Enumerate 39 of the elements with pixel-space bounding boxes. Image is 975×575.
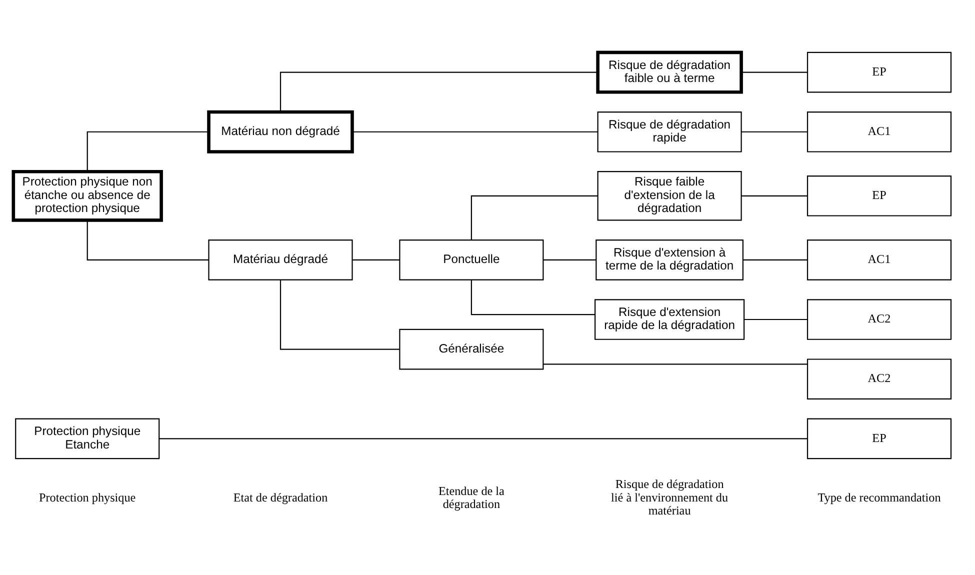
connector <box>352 131 597 132</box>
connector <box>86 131 208 172</box>
connector <box>742 259 807 260</box>
node-box: Matériau dégradé <box>208 239 352 280</box>
node-box: AC2 <box>806 299 952 340</box>
connector <box>744 318 807 320</box>
node-box: Risque de dégradation faible ou à terme <box>596 50 742 94</box>
node-box: Risque de dégradation rapide <box>596 111 742 152</box>
node-box: AC2 <box>806 358 952 400</box>
connector <box>470 195 598 240</box>
label: Etat de dégradation <box>232 490 328 504</box>
node-box: Ponctuelle <box>398 239 544 280</box>
connector <box>542 364 807 365</box>
node-box: EP <box>806 175 952 216</box>
connector <box>470 280 594 316</box>
node-box: Généralisée <box>398 328 544 370</box>
label: Protection physique <box>38 490 136 504</box>
connector <box>158 438 807 440</box>
connector <box>740 131 807 132</box>
node-box: EP <box>806 52 952 93</box>
node-box: Risque d'extension rapide de la dégradation <box>594 299 744 340</box>
node-box: AC1 <box>806 239 952 280</box>
node-box: AC1 <box>806 111 952 152</box>
connector <box>86 220 208 260</box>
connector <box>542 259 596 260</box>
connector <box>279 72 598 112</box>
node-box: Protection physique non étanche ou absence de protection physique <box>11 170 162 222</box>
connector <box>740 195 807 196</box>
node-box: Matériau non dégradé <box>206 110 354 154</box>
node-box: EP <box>806 418 952 460</box>
node-box: Risque d'extension à terme de la dégradation <box>595 239 743 280</box>
connector <box>279 280 399 350</box>
connector <box>740 72 807 73</box>
node-box: Protection physique Etanche <box>14 418 160 460</box>
connector <box>352 259 399 260</box>
label: Type de recommandation <box>817 490 940 504</box>
label: Etendue de la dégradation <box>438 484 504 512</box>
label: Risque de dégradation lié à l'environnement du matériau <box>610 477 728 518</box>
node-box: Risque faible d'extension de la dégradation <box>596 171 742 221</box>
